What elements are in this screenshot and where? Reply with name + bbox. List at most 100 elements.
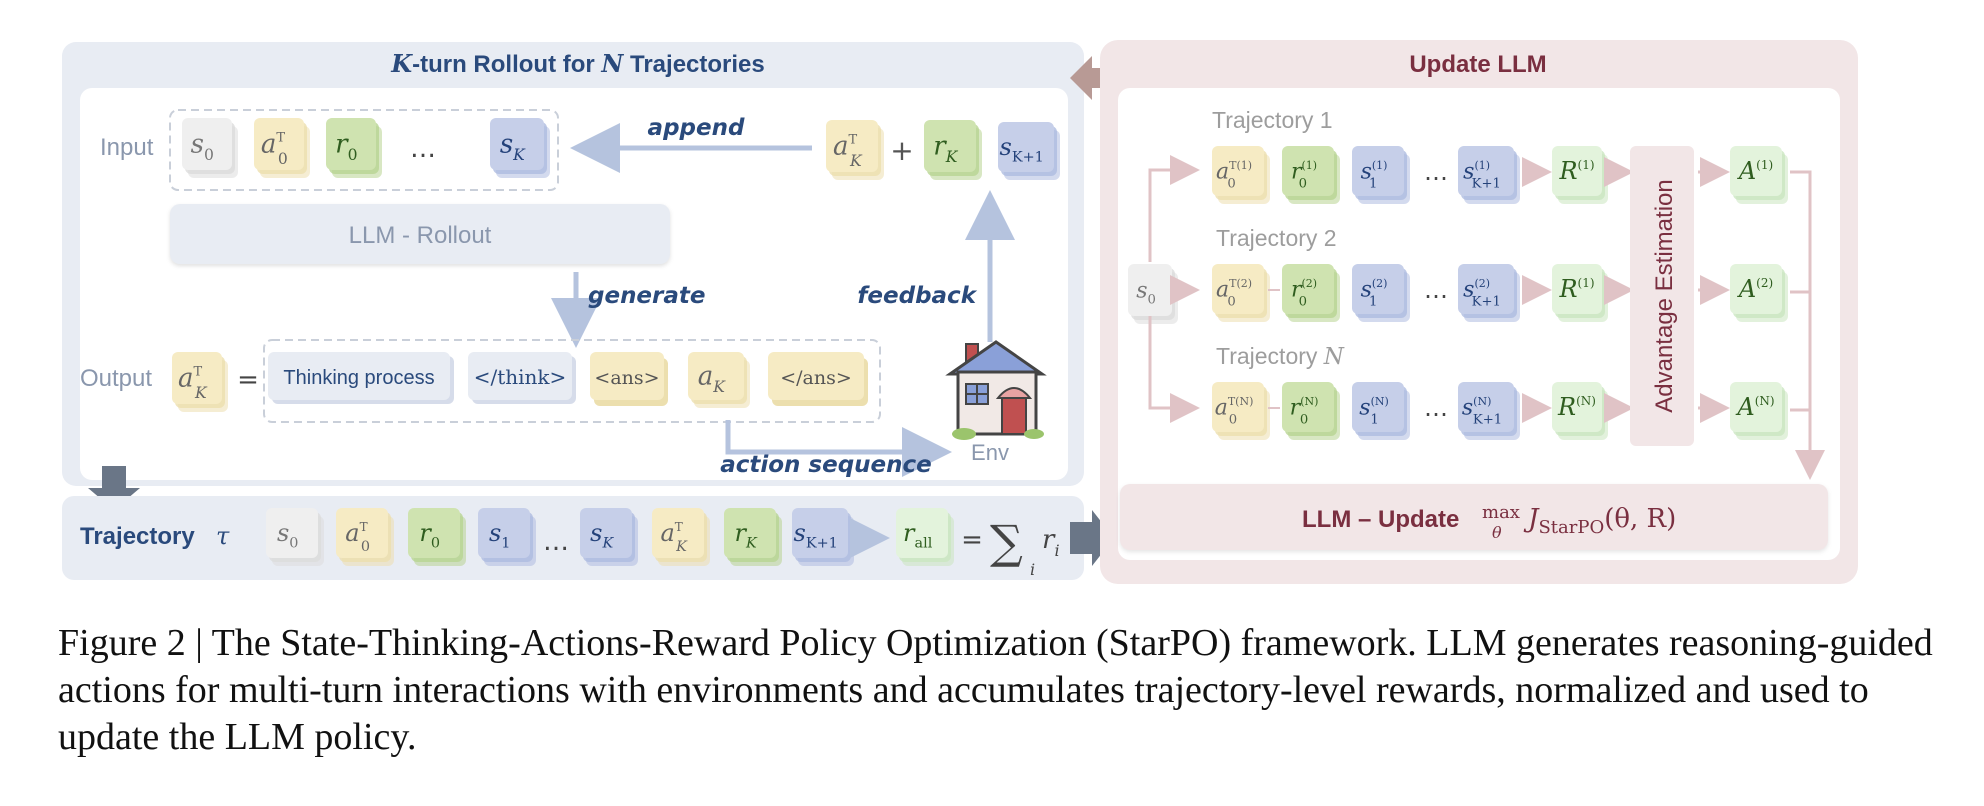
svg-text:s(N)K+1: s(N)K+1: [1462, 395, 1502, 428]
shared-initial-state: s0: [1128, 264, 1178, 324]
input-token-r0: r0: [326, 118, 382, 178]
traj2-token-A: A(2): [1730, 264, 1788, 322]
svg-text:R(1): R(1): [1558, 157, 1594, 185]
svg-text:R(1): R(1): [1558, 275, 1594, 303]
svg-text:r0: r0: [335, 130, 357, 164]
figure-caption-label: Figure 2 |: [58, 622, 212, 664]
trajectory-token-sK: sK: [580, 508, 638, 566]
input-label: Input: [100, 134, 154, 161]
trajectory-tau: τ: [216, 522, 230, 550]
return-equals: =: [961, 525, 983, 555]
traj3-token-a: aT(N)0: [1212, 382, 1270, 440]
trajectory-token-s1: s1: [478, 508, 536, 566]
rollout-panel: K-turn Rollout for N Trajectories Input …: [62, 42, 1084, 486]
traj2-ellipsis: …: [1424, 276, 1448, 304]
llm-update-label: LLM – Update: [1302, 506, 1459, 533]
svg-text:r(2)0: r(2)0: [1291, 277, 1317, 310]
svg-text:aT(1)0: aT(1)0: [1216, 159, 1252, 192]
svg-text:aT0: aT0: [261, 130, 288, 168]
branch-arrow-n: [1148, 316, 1200, 423]
traj1-token-R: R(1): [1552, 146, 1608, 204]
svg-text:</ans>: </ans>: [780, 367, 852, 389]
open-ans-token: <ans>: [590, 352, 668, 406]
svg-text:sK+1: sK+1: [794, 519, 838, 552]
trajectory-token-rall: rall: [896, 508, 954, 566]
input-token-s0: s0: [182, 118, 238, 178]
feedback-plus: +: [890, 134, 913, 167]
env-house-icon: [945, 340, 1047, 440]
svg-text:A(1): A(1): [1737, 157, 1773, 185]
svg-text:</think>: </think>: [474, 365, 567, 389]
right-token-s0: s0: [1128, 264, 1178, 324]
generate-label: generate: [588, 283, 706, 309]
starpo-framework-diagram: K-turn Rollout for N Trajectories Input …: [62, 40, 1858, 584]
svg-text:r0: r0: [419, 519, 440, 552]
sum-symbol: ∑: [990, 515, 1023, 569]
output-token-aK: aK: [688, 352, 750, 408]
trajectory-label: Trajectory: [80, 523, 195, 550]
svg-text:aTK: aTK: [660, 519, 688, 555]
svg-text:s(2)1: s(2)1: [1361, 277, 1388, 310]
traj1-token-A: A(1): [1730, 146, 1788, 204]
svg-text:sK: sK: [590, 519, 614, 552]
trajectory-label-2: Trajectory 2: [1216, 225, 1337, 251]
trajectory-token-s0: s0: [266, 508, 324, 566]
update-title: Update LLM: [1409, 51, 1546, 78]
svg-text:R(N): R(N): [1557, 393, 1596, 421]
feedback-token-rK: rK: [924, 120, 982, 180]
traj2-token-R: R(1): [1552, 264, 1608, 322]
traj1-token-sK1: s(1)K+1: [1458, 146, 1520, 204]
update-to-rollout-arrow: [1070, 56, 1114, 100]
traj3-ellipsis: …: [1424, 394, 1448, 422]
traj3-token-A: A(N): [1730, 382, 1788, 440]
svg-text:aTK: aTK: [178, 364, 208, 402]
output-equals: =: [237, 365, 259, 395]
traj2-token-a: aT(2)0: [1212, 264, 1270, 322]
traj1-token-r: r(1)0: [1282, 146, 1340, 204]
update-objective: JStarPO(θ, R): [1523, 504, 1676, 538]
svg-text:Thinking process: Thinking process: [283, 367, 434, 389]
svg-text:rK: rK: [933, 132, 958, 166]
rollout-title: K-turn Rollout for N Trajectories: [390, 49, 765, 78]
trajectory-token-rK: rK: [724, 508, 782, 566]
env-label: Env: [971, 440, 1009, 465]
svg-text:s(N)1: s(N)1: [1359, 395, 1389, 428]
traj3-token-sK1: s(N)K+1: [1458, 382, 1520, 440]
trajectory-ellipsis: …: [543, 527, 569, 557]
traj1-ellipsis: …: [1424, 158, 1448, 186]
close-ans-token: </ans>: [768, 352, 868, 406]
svg-text:aT(2)0: aT(2)0: [1216, 277, 1252, 310]
svg-text:s0: s0: [1136, 278, 1156, 307]
feedback-token-sK1: sK+1: [998, 122, 1060, 180]
close-think-token: </think>: [468, 352, 576, 404]
advantage-estimation-box: [1630, 146, 1694, 446]
traj2-token-sK1: s(2)K+1: [1458, 264, 1520, 322]
svg-text:s0: s0: [191, 130, 214, 164]
output-answer-token: aK: [688, 352, 750, 408]
svg-text:sK+1: sK+1: [1000, 133, 1044, 166]
llm-update-box: [1120, 484, 1828, 550]
llm-rollout-box: [170, 204, 670, 264]
traj3-token-R: R(N): [1552, 382, 1608, 440]
svg-text:aT(N)0: aT(N)0: [1215, 395, 1254, 428]
advantage-collector-arrow: [1790, 170, 1825, 480]
svg-text:aT0: aT0: [345, 519, 370, 555]
update-theta: θ: [1492, 523, 1502, 542]
thinking-process-token: Thinking process: [268, 352, 454, 404]
traj2-token-r: r(2)0: [1282, 264, 1340, 322]
advantage-estimation-label: Advantage Estimation: [1651, 179, 1678, 412]
svg-text:A(2): A(2): [1737, 275, 1773, 303]
svg-text:s1: s1: [489, 519, 510, 552]
svg-text:s(1)K+1: s(1)K+1: [1463, 159, 1501, 192]
sum-index: i: [1030, 560, 1035, 579]
feedback-label: feedback: [857, 283, 977, 309]
output-label: Output: [80, 365, 152, 392]
